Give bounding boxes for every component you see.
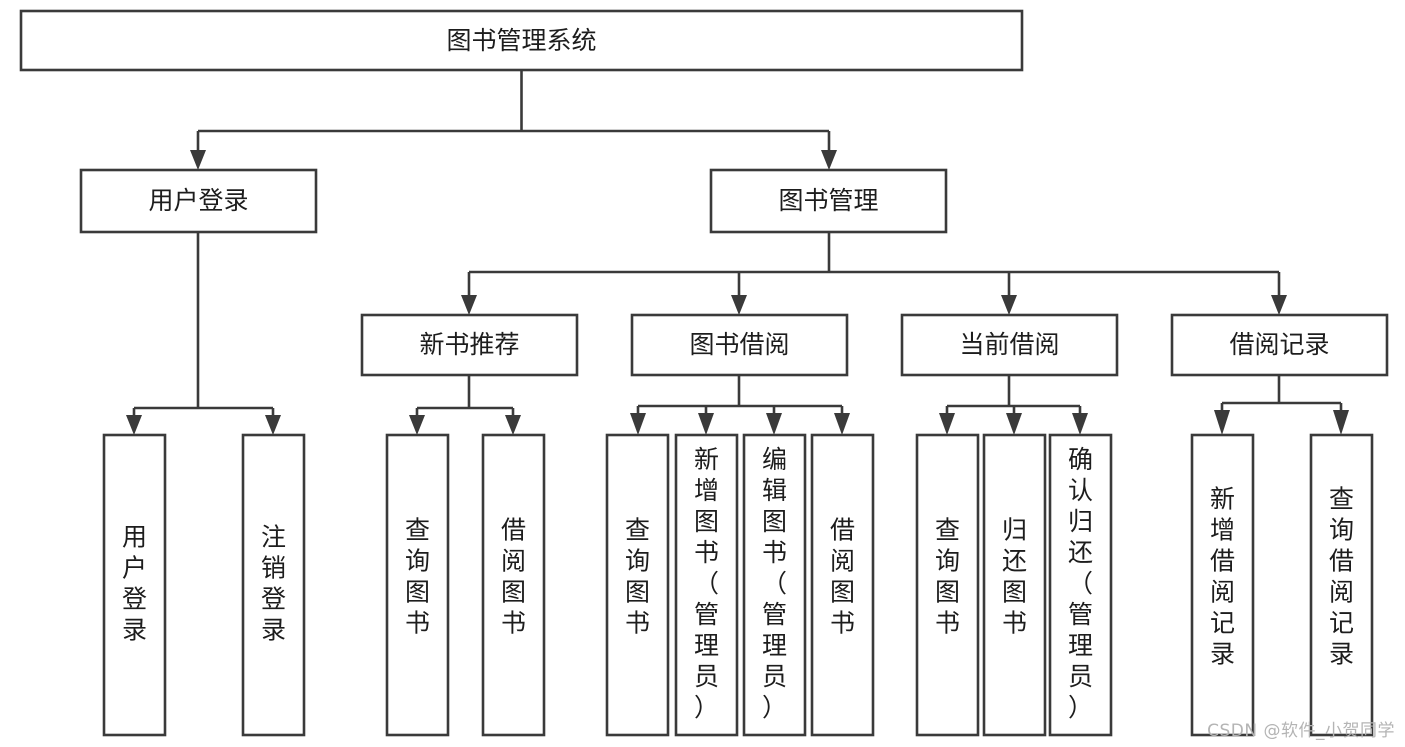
node-leaf-query-record-label: 查询借阅记录 — [1329, 485, 1354, 669]
node-leaf-edit-book-box[interactable] — [742, 433, 807, 737]
node-leaf-query-book-1-label: 查询图书 — [405, 516, 430, 638]
node-book-borrow-label: 图书借阅 — [689, 330, 789, 359]
arrowhead-current-borrow — [1001, 295, 1017, 315]
node-leaf-query-book-1[interactable]: 查询图书 — [385, 433, 450, 737]
arrowhead-new-book-rec — [461, 295, 477, 315]
arrowhead-cb-c2 — [1006, 413, 1022, 435]
node-leaf-confirm-return-box[interactable] — [1048, 433, 1113, 737]
arrowhead-nbr-c1 — [409, 415, 425, 435]
arrowhead-bb-c4 — [834, 413, 850, 435]
node-root-label: 图书管理系统 — [446, 26, 596, 55]
node-leaf-add-book-label: 新增图书（管理员） — [694, 445, 719, 722]
node-leaf-return-book-box[interactable] — [982, 433, 1047, 737]
node-leaf-borrow-book-1-box[interactable] — [481, 433, 546, 737]
node-leaf-borrow-book-1[interactable]: 借阅图书 — [481, 433, 546, 737]
arrowhead-bb-c2 — [698, 413, 714, 435]
arrowhead-nbr-c2 — [505, 415, 521, 435]
arrowhead-book-borrow — [731, 295, 747, 315]
node-leaf-query-book-3[interactable]: 查询图书 — [915, 433, 980, 737]
arrowhead-book-manage — [821, 150, 837, 170]
node-leaf-borrow-book-1-label: 借阅图书 — [501, 516, 526, 638]
arrowhead-bb-c3 — [766, 413, 782, 435]
node-leaf-confirm-return-label: 确认归还（管理员） — [1068, 445, 1093, 722]
node-new-book-rec-label: 新书推荐 — [419, 330, 519, 359]
node-leaf-user-login-label: 用户登录 — [122, 523, 147, 645]
node-leaf-return-book-label: 归还图书 — [1002, 516, 1027, 638]
node-leaf-return-book[interactable]: 归还图书 — [982, 433, 1047, 737]
node-user-login[interactable]: 用户登录 — [79, 168, 318, 234]
node-leaf-confirm-return[interactable]: 确认归还（管理员） — [1048, 433, 1113, 737]
arrowhead-br-c2 — [1333, 410, 1349, 435]
node-leaf-query-book-2-box[interactable] — [605, 433, 670, 737]
node-leaf-add-record-box[interactable] — [1190, 433, 1255, 737]
node-current-borrow[interactable]: 当前借阅 — [900, 313, 1119, 377]
arrowhead-cb-c1 — [939, 413, 955, 435]
node-leaf-add-record-label: 新增借阅记录 — [1210, 485, 1235, 669]
node-leaf-query-book-2-label: 查询图书 — [625, 516, 650, 638]
arrowhead-borrow-record — [1271, 295, 1287, 315]
arrowhead-leaf-user-logout — [265, 415, 281, 435]
node-leaf-user-login-box[interactable] — [102, 433, 167, 737]
node-leaf-user-logout[interactable]: 注销登录 — [241, 433, 306, 737]
arrowhead-user-login — [190, 150, 206, 170]
node-book-manage-box[interactable] — [709, 168, 948, 234]
arrowhead-bb-c1 — [630, 413, 646, 435]
arrowhead-br-c1 — [1214, 410, 1230, 435]
node-book-borrow-box[interactable] — [630, 313, 849, 377]
node-new-book-rec-box[interactable] — [360, 313, 579, 377]
node-leaf-query-book-3-label: 查询图书 — [935, 516, 960, 638]
node-leaf-borrow-book-2-label: 借阅图书 — [830, 516, 855, 638]
node-new-book-rec[interactable]: 新书推荐 — [360, 313, 579, 377]
node-leaf-query-record[interactable]: 查询借阅记录 — [1309, 433, 1374, 737]
node-leaf-borrow-book-2-box[interactable] — [810, 433, 875, 737]
node-borrow-record[interactable]: 借阅记录 — [1170, 313, 1389, 377]
node-leaf-add-book[interactable]: 新增图书（管理员） — [674, 433, 739, 737]
node-user-login-box[interactable] — [79, 168, 318, 234]
connector-layer — [126, 70, 1349, 435]
node-leaf-query-book-3-box[interactable] — [915, 433, 980, 737]
node-user-login-label: 用户登录 — [148, 186, 248, 215]
node-leaf-add-book-box[interactable] — [674, 433, 739, 737]
node-root[interactable]: 图书管理系统 — [19, 9, 1024, 72]
node-leaf-query-book-1-box[interactable] — [385, 433, 450, 737]
node-leaf-query-record-box[interactable] — [1309, 433, 1374, 737]
node-root-box[interactable] — [19, 9, 1024, 72]
node-borrow-record-label: 借阅记录 — [1229, 330, 1329, 359]
node-leaf-user-logout-label: 注销登录 — [261, 523, 286, 645]
node-leaf-query-book-2[interactable]: 查询图书 — [605, 433, 670, 737]
arrowhead-cb-c3 — [1072, 413, 1088, 435]
node-book-manage[interactable]: 图书管理 — [709, 168, 948, 234]
node-borrow-record-box[interactable] — [1170, 313, 1389, 377]
node-book-manage-label: 图书管理 — [778, 186, 878, 215]
node-current-borrow-box[interactable] — [900, 313, 1119, 377]
node-leaf-add-record[interactable]: 新增借阅记录 — [1190, 433, 1255, 737]
node-leaf-user-login[interactable]: 用户登录 — [102, 433, 167, 737]
arrowhead-leaf-user-login — [126, 415, 142, 435]
node-leaf-edit-book[interactable]: 编辑图书（管理员） — [742, 433, 807, 737]
node-leaf-user-logout-box[interactable] — [241, 433, 306, 737]
node-leaf-edit-book-label: 编辑图书（管理员） — [762, 445, 787, 722]
leaf-node-group: 用户登录 注销登录 查询图书 借阅图书 查询图书 新增图书（管理员） 编辑图书（… — [102, 433, 1374, 737]
node-current-borrow-label: 当前借阅 — [959, 330, 1059, 359]
node-leaf-borrow-book-2[interactable]: 借阅图书 — [810, 433, 875, 737]
node-book-borrow[interactable]: 图书借阅 — [630, 313, 849, 377]
